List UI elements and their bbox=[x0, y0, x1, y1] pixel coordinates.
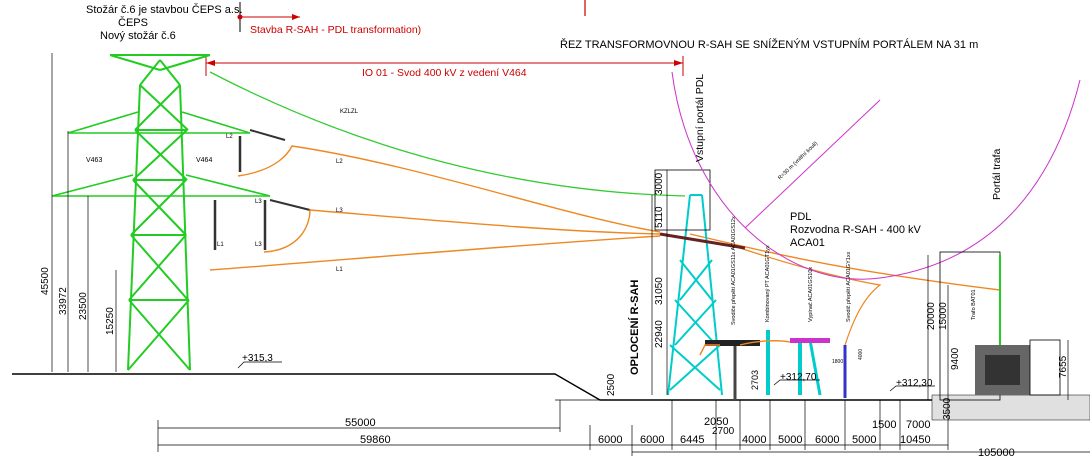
equipment-label-4: Svodič přepětí ACA01GY1xx bbox=[846, 251, 852, 322]
dim-23500: 23500 bbox=[78, 292, 89, 320]
io-arrow bbox=[205, 56, 684, 76]
dim-15250: 15250 bbox=[105, 307, 116, 335]
dim-9400: 9400 bbox=[950, 347, 961, 370]
dim-6000b: 6000 bbox=[640, 434, 664, 446]
insulator-strings bbox=[213, 129, 311, 250]
header-line2: ČEPS bbox=[118, 16, 148, 29]
dim-31050: 31050 bbox=[654, 277, 665, 305]
transmission-tower bbox=[51, 54, 271, 371]
dim-1500: 1500 bbox=[872, 419, 896, 431]
equipment-label-5: Trafo BAT01 bbox=[971, 289, 977, 320]
switchyard-code: ACA01 bbox=[790, 237, 825, 249]
tower-circuit-left: V463 bbox=[86, 157, 102, 164]
dim-2700: 2700 bbox=[712, 426, 735, 437]
horizontal-dimension-lines bbox=[157, 400, 1090, 456]
dim-2050: 2050 bbox=[704, 416, 728, 428]
dim-55000: 55000 bbox=[345, 417, 376, 429]
conductors bbox=[209, 71, 1001, 346]
equipment-label-3: Vypínač ACA01GS10x bbox=[808, 267, 814, 322]
equipment bbox=[699, 330, 847, 400]
ground-wire-label: KZLZL bbox=[340, 109, 359, 115]
entrance-portal bbox=[667, 194, 723, 396]
transformer bbox=[939, 251, 1061, 401]
stage-red-label: Stavba R-SAH - PDL transformation) bbox=[250, 24, 421, 36]
equipment-label-1: Svodiče přepětí ACA01GS11x ACA01GS12x bbox=[731, 216, 737, 325]
small-label-1800: 1800 bbox=[832, 359, 843, 365]
dim-59860: 59860 bbox=[360, 434, 391, 446]
io-label: IO 01 - Svod 400 kV z vedení V464 bbox=[362, 67, 527, 79]
clearance-arcs bbox=[671, 71, 1081, 280]
conductor-label-l1: L1 bbox=[336, 267, 343, 273]
radius-label: R=30 m (vnitřní kouli) bbox=[777, 141, 819, 182]
dim-5110: 5110 bbox=[654, 206, 665, 228]
dim-3500: 3500 bbox=[942, 397, 953, 420]
small-label-2703: 2703 bbox=[750, 370, 760, 390]
header-line1: Stožár č.6 je stavbou ČEPS a.s. bbox=[86, 3, 243, 16]
dim-6445: 6445 bbox=[680, 434, 704, 446]
dim-6000c: 6000 bbox=[815, 434, 839, 446]
phase-label-l3-tower: L3 bbox=[255, 199, 262, 205]
dim-5000a: 5000 bbox=[778, 434, 802, 446]
dim-10450: 10450 bbox=[900, 434, 931, 446]
transformer-portal-label: Portál trafa bbox=[991, 148, 1003, 200]
dim-33972: 33972 bbox=[58, 287, 69, 315]
equipment-label-2: Kombinovaný PT ACA01GT1yx bbox=[765, 245, 771, 322]
conductor-label-l2: L2 bbox=[336, 159, 343, 165]
tower-circuit-right: V464 bbox=[196, 157, 212, 164]
dim-6000a: 6000 bbox=[598, 434, 622, 446]
switchyard-label: Rozvodna R-SAH - 400 kV bbox=[790, 224, 921, 236]
portal-top-box bbox=[654, 169, 711, 231]
elevation-3: +312,30 bbox=[896, 378, 933, 389]
portal-beam bbox=[659, 232, 746, 250]
dim-15000: 15000 bbox=[938, 302, 949, 330]
dim-7000: 7000 bbox=[906, 419, 930, 431]
dim-3000: 3000 bbox=[654, 172, 665, 195]
dim-105000: 105000 bbox=[978, 447, 1015, 459]
dim-45500: 45500 bbox=[40, 267, 51, 295]
elevation-1: +315,3 bbox=[242, 353, 273, 364]
dim-20000: 20000 bbox=[926, 302, 937, 330]
elevation-markers bbox=[237, 361, 935, 392]
dim-22940: 22940 bbox=[654, 320, 665, 348]
dim-2500: 2500 bbox=[606, 373, 617, 396]
pdl-label: PDL bbox=[790, 211, 811, 223]
section-title: ŘEZ TRANSFORMOVNOU R-SAH SE SNÍŽENÝM VST… bbox=[560, 38, 978, 51]
vertical-dimension-lines bbox=[51, 53, 1069, 400]
phase-label-l1-tower: L1 bbox=[217, 242, 224, 248]
fence-label: OPLOCENÍ R-SAH bbox=[628, 280, 641, 375]
dim-4000: 4000 bbox=[742, 434, 766, 446]
dim-7655: 7655 bbox=[1058, 355, 1069, 378]
dim-5000b: 5000 bbox=[852, 434, 876, 446]
conductor-label-l3: L3 bbox=[336, 208, 343, 214]
phase-label-l3b-tower: L3 bbox=[255, 242, 262, 248]
header-pointer bbox=[237, 0, 586, 32]
portal-label: Vstupní portál PDL bbox=[694, 74, 706, 162]
elevation-2: +312,70 bbox=[780, 372, 817, 383]
phase-label-l2-tower: L2 bbox=[226, 134, 233, 140]
small-label-4000: 4000 bbox=[858, 349, 864, 360]
header-line3: Nový stožár č.6 bbox=[100, 30, 176, 42]
